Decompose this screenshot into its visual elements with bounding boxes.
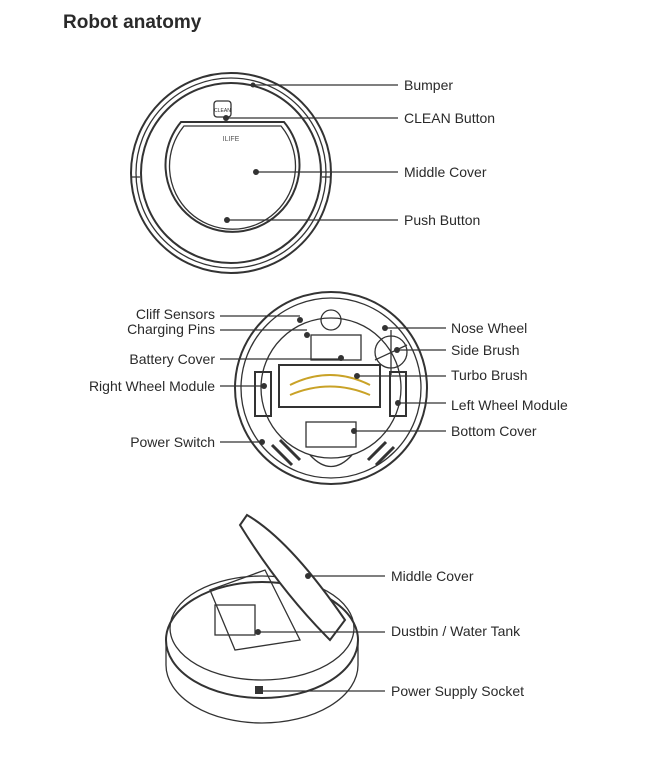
label-charging-pins: Charging Pins bbox=[127, 321, 215, 337]
robot-top-view: CLEAN ILIFE bbox=[130, 72, 398, 274]
label-bottom-cover: Bottom Cover bbox=[451, 423, 537, 439]
label-nose-wheel: Nose Wheel bbox=[451, 320, 528, 336]
logo: ILIFE bbox=[223, 136, 240, 143]
label-power-switch: Power Switch bbox=[130, 434, 215, 450]
page-title: Robot anatomy bbox=[63, 12, 202, 33]
robot-bottom-view bbox=[220, 291, 446, 485]
label-middle-cover-open: Middle Cover bbox=[391, 568, 474, 584]
label-right-wheel-module: Right Wheel Module bbox=[88, 378, 215, 394]
label-middle-cover: Middle Cover bbox=[404, 164, 487, 180]
label-side-brush: Side Brush bbox=[451, 342, 520, 358]
label-clean-button: CLEAN Button bbox=[404, 110, 496, 126]
label-power-supply-socket: Power Supply Socket bbox=[391, 683, 525, 699]
label-bumper: Bumper bbox=[404, 77, 454, 93]
label-push-button: Push Button bbox=[404, 212, 481, 228]
label-left-wheel-module: Left Wheel Module bbox=[451, 397, 568, 413]
label-battery-cover: Battery Cover bbox=[129, 351, 215, 367]
label-dustbin-water-tank: Dustbin / Water Tank bbox=[391, 623, 521, 639]
label-cliff-sensors: Cliff Sensors bbox=[135, 306, 215, 322]
robot-open-view bbox=[165, 513, 385, 724]
label-turbo-brush: Turbo Brush bbox=[451, 367, 528, 383]
clean-button-text: CLEAN bbox=[214, 108, 231, 114]
